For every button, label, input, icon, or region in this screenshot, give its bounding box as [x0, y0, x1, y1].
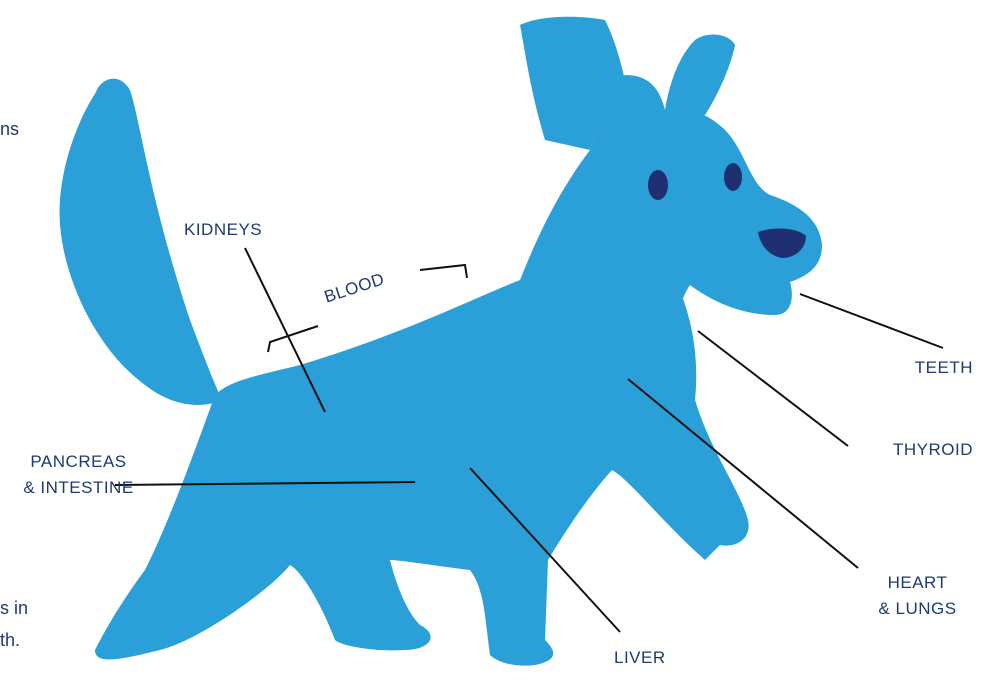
dog-ear-right: [665, 35, 735, 115]
side-text-line3: th.: [0, 619, 20, 661]
label-pancreas-line2: & INTESTINE: [0, 475, 157, 501]
label-teeth: TEETH: [870, 355, 973, 381]
label-pancreas: PANCREAS & INTESTINE: [0, 449, 157, 501]
label-pancreas-line1: PANCREAS: [0, 449, 157, 475]
label-heart-line2: & LUNGS: [855, 596, 980, 622]
label-kidneys: KIDNEYS: [184, 217, 262, 243]
label-heart-line1: HEART: [855, 570, 980, 596]
label-liver: LIVER: [614, 645, 666, 671]
dog-body: [95, 250, 749, 666]
teeth-leader: [800, 294, 943, 348]
thyroid-leader: [698, 331, 848, 446]
dog-silhouette: [60, 17, 822, 666]
label-thyroid: THYROID: [850, 437, 973, 463]
dog-eye-left: [648, 170, 668, 200]
dog-eye-right: [724, 163, 742, 191]
label-heart-lungs: HEART & LUNGS: [855, 570, 980, 622]
side-text-line1: ns: [0, 108, 19, 150]
